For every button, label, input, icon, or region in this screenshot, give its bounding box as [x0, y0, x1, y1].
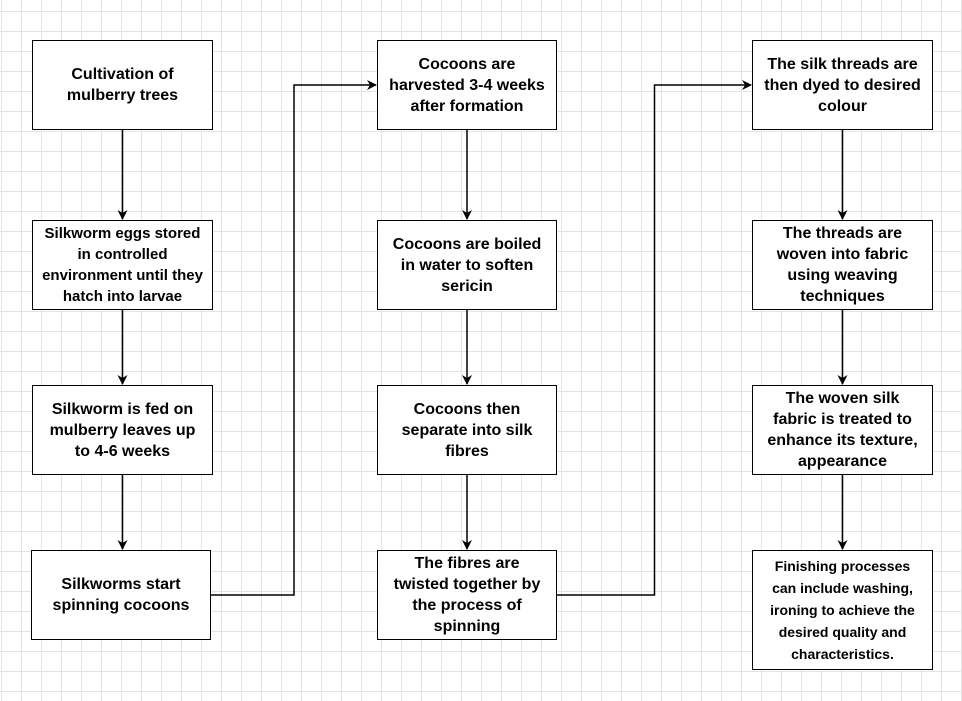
node-fabric-treated[interactable]: The woven silk fabric is treated to enha…	[752, 385, 933, 475]
node-spinning-cocoons[interactable]: Silkworms start spinning cocoons	[31, 550, 211, 640]
node-threads-woven[interactable]: The threads are woven into fabric using …	[752, 220, 933, 310]
node-silkworm-fed[interactable]: Silkworm is fed on mulberry leaves up to…	[32, 385, 213, 475]
node-threads-dyed[interactable]: The silk threads are then dyed to desire…	[752, 40, 933, 130]
arrow-n8-to-n9	[557, 80, 752, 596]
node-silkworm-eggs-stored[interactable]: Silkworm eggs stored in controlled envir…	[32, 220, 213, 310]
node-finishing-processes[interactable]: Finishing processes can include washing,…	[752, 550, 933, 670]
arrow-n4-to-n5	[211, 80, 377, 596]
node-cocoons-boiled[interactable]: Cocoons are boiled in water to soften se…	[377, 220, 557, 310]
node-cultivation-mulberry[interactable]: Cultivation of mulberry trees	[32, 40, 213, 130]
node-cocoons-harvested[interactable]: Cocoons are harvested 3-4 weeks after fo…	[377, 40, 557, 130]
node-separate-fibres[interactable]: Cocoons then separate into silk fibres	[377, 385, 557, 475]
node-fibres-twisted[interactable]: The fibres are twisted together by the p…	[377, 550, 557, 640]
